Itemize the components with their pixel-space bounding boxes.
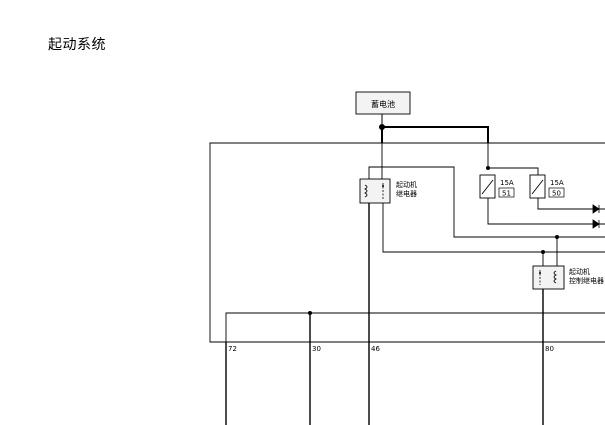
starter-relay-box: [359, 178, 391, 204]
battery-box: [355, 91, 411, 115]
fuse-51-rating: 15A: [500, 179, 514, 187]
relay-to-control-wire: [382, 203, 605, 253]
fuse-50-element: [531, 179, 544, 195]
fuse-50-number-box: [548, 187, 565, 198]
pin-label-30: 30: [312, 345, 321, 353]
page-title: 起动系统: [48, 37, 106, 53]
control-relay-box: [532, 265, 565, 290]
diode-upper-icon: [592, 204, 600, 214]
fuse-50-output-wire: [537, 198, 605, 210]
control-relay-contact-dot: [539, 272, 541, 274]
fuse-51-number-box: [498, 187, 515, 198]
control-relay-coil-icon: [553, 270, 557, 284]
fuse-51-element: [481, 179, 494, 195]
fuse-bus: [488, 167, 539, 175]
pin-label-72: 72: [228, 345, 237, 353]
battery: 蓄电池: [355, 91, 411, 115]
relay-top-wire: [368, 166, 605, 238]
battery-label: 蓄电池: [371, 99, 395, 109]
diode-lower-icon: [592, 219, 600, 229]
fuse-50-number: 50: [552, 190, 561, 198]
main-power-bus: [382, 126, 489, 143]
pin-label-80: 80: [545, 345, 554, 353]
control-relay: 起动机 控制继电器: [532, 265, 604, 290]
starter-relay: 起动机 继电器: [359, 178, 417, 204]
module-outline: [209, 142, 605, 343]
starter-relay-contact-dot: [382, 185, 384, 187]
internal-bus: [225, 312, 605, 425]
starter-relay-coil-icon: [364, 184, 368, 198]
starter-relay-label-line2: 继电器: [396, 189, 417, 198]
fuse-50-rating: 15A: [550, 179, 564, 187]
fuse-51: 15A 51: [479, 174, 515, 199]
control-relay-label-line1: 起动机: [569, 267, 590, 276]
fuse-51-number: 51: [502, 190, 511, 198]
pin-label-46: 46: [371, 345, 380, 353]
starter-relay-label-line1: 起动机: [396, 180, 417, 189]
fuse-51-output-wire: [487, 198, 605, 225]
control-relay-label-line2: 控制继电器: [569, 276, 604, 285]
fuse-50: 15A 50: [529, 174, 565, 199]
